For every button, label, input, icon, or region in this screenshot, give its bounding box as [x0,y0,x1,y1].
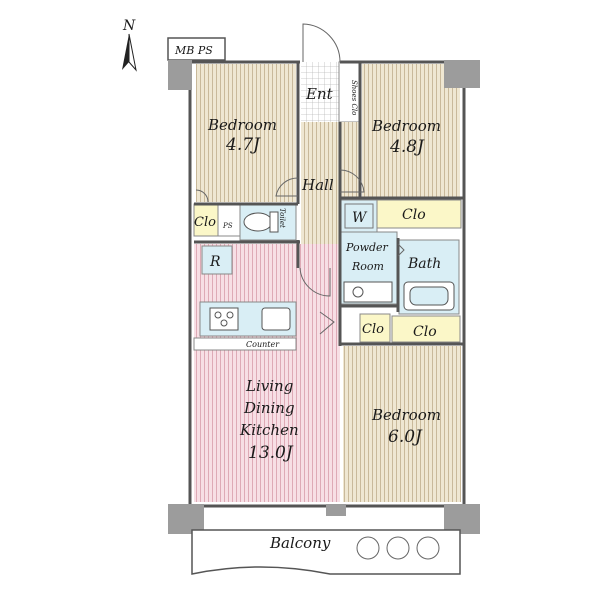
hall [301,122,339,268]
washer-outline-icon [344,203,374,229]
plant-icons [356,536,440,560]
column-sw [168,504,204,534]
balcony [191,529,461,575]
compass-label: N [122,18,136,34]
bath-label: Bath [407,256,441,272]
column-ne [444,60,480,88]
ldk-label-3: Kitchen [239,421,299,439]
bedroom-ne [362,64,460,198]
bedroom-ne-size: 4.8J [389,137,425,157]
powder-label-1: Powder [345,241,389,254]
closet-mid-label: Clo [362,322,384,337]
ent-label: Ent [305,85,334,103]
powder-label-2: Room [351,260,384,273]
bedroom-se-size: 6.0J [388,427,423,447]
entry-door [302,23,341,63]
entrance [301,62,339,122]
compass: N [122,18,137,72]
plant-icon [416,536,440,560]
door-bedroom-ne [339,169,365,193]
toilet-label: Toilet [278,208,286,228]
shoes-clo-label: Shoes Clo [350,80,358,115]
bedroom-se-name: Bedroom [371,406,441,424]
walls [188,60,466,508]
washer-label: W [352,210,368,226]
door-bedroom-nw [275,177,299,197]
bedroom-nw-name: Bedroom [207,116,277,134]
labels: Ent Shoes Clo Bedroom 4.7J Bedroom 4.8J … [194,80,441,552]
kitchen-sink-icon [261,307,291,331]
ldk-label-4: 13.0J [248,443,294,463]
closet-mid [359,313,391,343]
plant-icon [356,536,380,560]
door-closet-left [195,189,209,203]
closet-ne-label: Clo [402,207,426,223]
ps-label: PS [222,222,233,230]
hall-label: Hall [301,176,334,194]
door-bath [397,243,405,257]
column-nw [168,60,192,90]
columns [168,60,480,534]
bedroom-ne-name: Bedroom [371,117,441,135]
mbps-box [167,37,226,61]
closet-ne [376,199,462,229]
balcony-label: Balcony [269,534,331,552]
column-mid [326,504,346,516]
bedroom-se [343,346,461,502]
door-ldk [299,267,331,297]
closet-se [391,315,461,343]
ps-box [217,203,241,237]
door-bedroom-se [319,311,335,335]
ldk-label-1: Living [245,377,293,395]
bedroom-nw [196,64,296,202]
hall-extension [339,122,361,200]
living-dining-kitchen [194,244,340,502]
stove-icon [209,307,239,331]
counter-bar [193,337,297,351]
bathtub-icon [403,281,455,311]
closet-left-label: Clo [194,215,216,230]
fridge-label: R [209,254,221,270]
doors [195,23,405,335]
fridge-space [201,245,233,275]
mbps-label: MB PS [174,44,213,57]
column-se [444,504,480,534]
north-arrow-icon [122,33,137,72]
fixtures [209,203,455,331]
toilet-icon [243,211,279,233]
sink-icon [343,281,393,303]
counter-label: Counter [246,340,280,349]
bedroom-nw-size: 4.7J [225,135,261,155]
ldk-label-2: Dining [243,399,295,417]
plant-icon [386,536,410,560]
closet-se-label: Clo [413,324,437,340]
